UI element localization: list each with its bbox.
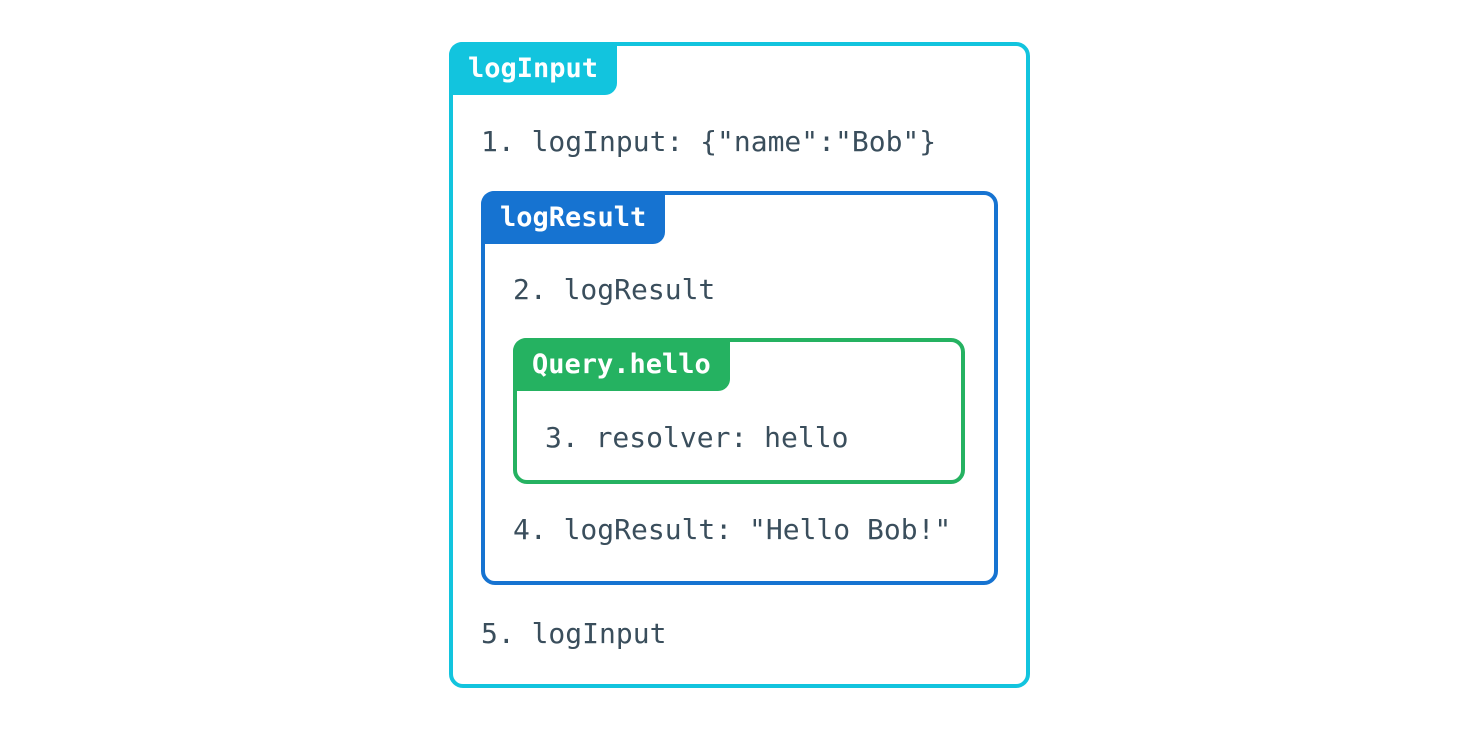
logresult-tab-label: logResult [481,191,666,244]
query-hello-resolver-box: Query.hello 3. resolver: hello [513,338,965,484]
step-5-loginput-return: 5. logInput [481,617,667,650]
step-3-resolver-call: 3. resolver: hello [545,421,849,454]
loginput-middleware-box: logInput 1. logInput: {"name":"Bob"} log… [449,42,1030,688]
loginput-tab-label: logInput [449,42,618,95]
step-4-logresult-return: 4. logResult: "Hello Bob!" [513,513,952,546]
query-hello-tab-label: Query.hello [513,338,730,391]
step-1-loginput-call: 1. logInput: {"name":"Bob"} [481,125,937,158]
logresult-middleware-box: logResult 2. logResult Query.hello 3. re… [481,191,998,585]
step-2-logresult-call: 2. logResult [513,273,716,306]
